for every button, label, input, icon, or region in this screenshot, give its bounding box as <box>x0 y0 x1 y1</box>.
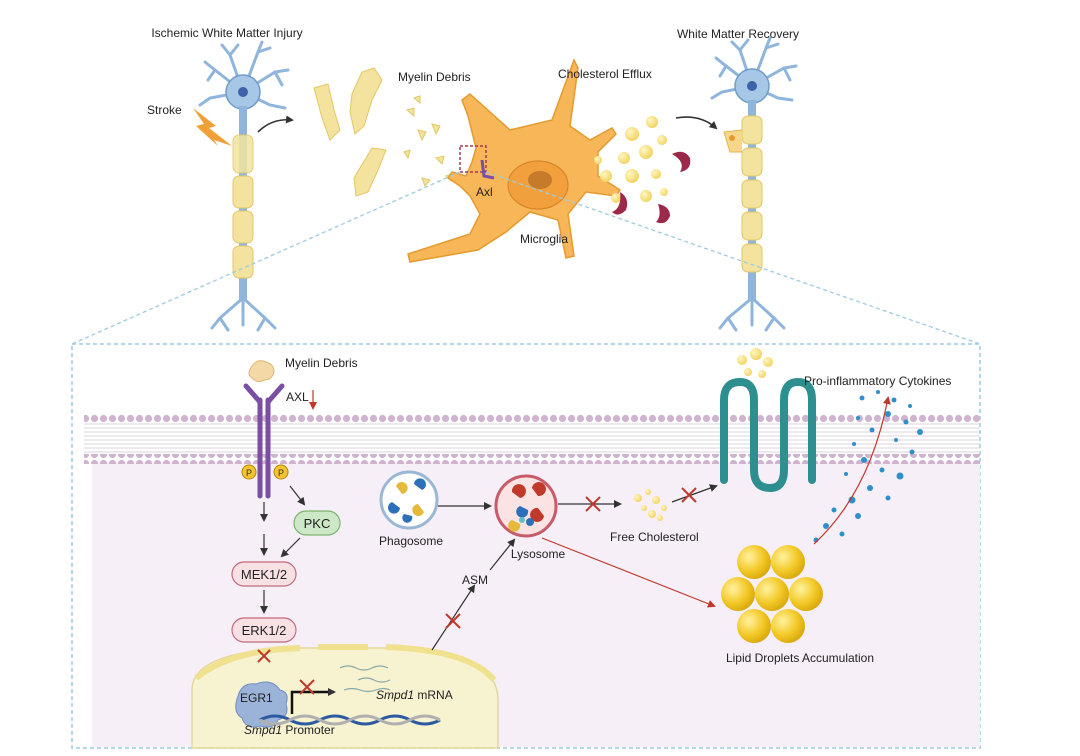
cholesterol-efflux-label: Cholesterol Efflux <box>558 67 652 81</box>
axl-receptor-label: AXL <box>286 390 309 404</box>
inhibit-cholesterol-release <box>585 496 601 512</box>
arrow-axl-pkc <box>289 485 306 506</box>
zoom-line-left <box>71 171 461 345</box>
recovery-arrow <box>675 116 718 130</box>
nuclear-envelope <box>194 644 497 682</box>
pro-inflammatory-label: Pro-inflammatory Cytokines <box>804 374 951 388</box>
myelin-debris-small-icon <box>248 360 275 383</box>
mrna-strands <box>339 665 391 693</box>
phospho-right <box>273 464 289 480</box>
myelin-debris-top-label: Myelin Debris <box>398 70 471 84</box>
pkc-node <box>293 510 341 536</box>
phagosome-label: Phagosome <box>379 534 443 548</box>
axl-receptor-icon <box>243 383 285 499</box>
neuron-icon <box>198 40 290 332</box>
inhibit-cholesterol-efflux <box>681 487 697 503</box>
smpd1-mrna-label: Smpd1 mRNA <box>376 688 453 702</box>
mek-node <box>231 561 297 587</box>
inhibit-transcription <box>299 679 315 695</box>
white-matter-recovery-label: White Matter Recovery <box>677 27 799 41</box>
free-cholesterol-particles <box>634 489 667 521</box>
abca1-transporter-icon <box>720 377 816 493</box>
arrow-cholesterol-efflux <box>671 484 718 503</box>
erk-node <box>231 617 297 643</box>
phospho-right-label: P <box>278 468 284 478</box>
phospho-left-label: P <box>246 468 252 478</box>
phospho-left <box>241 464 257 480</box>
myelin-debris-bottom-label: Myelin Debris <box>285 356 358 370</box>
free-cholesterol-label: Free Cholesterol <box>610 530 699 544</box>
apoe-particles <box>612 151 691 224</box>
injury-arrow <box>257 115 294 133</box>
zoom-box <box>459 145 487 173</box>
zoom-line-right <box>485 171 981 345</box>
lysosome-label: Lysosome <box>511 547 566 561</box>
erk-label: ERK1/2 <box>242 623 287 638</box>
axl-top-label: Axl <box>476 185 493 199</box>
inhibit-asm <box>445 613 461 629</box>
lysosome-icon <box>494 474 558 538</box>
lipid-droplets-label: Lipid Droplets Accumulation <box>726 651 874 665</box>
egr1-label: EGR1 <box>240 691 273 705</box>
myelin-debris-chunks <box>313 67 453 197</box>
smpd1-promoter-label: Smpd1 Promoter <box>244 723 335 737</box>
transcription-start-arrow <box>290 688 336 714</box>
microglia-label: Microglia <box>520 232 568 246</box>
ischemic-injury-label: Ischemic White Matter Injury <box>151 26 302 40</box>
arrow-lysosome-lipid <box>541 537 716 608</box>
stroke-label: Stroke <box>147 103 182 117</box>
mek-label: MEK1/2 <box>241 567 287 582</box>
inhibit-erk-nucleus <box>257 649 271 663</box>
arrow-asm-lysosome <box>489 538 516 571</box>
asm-label: ASM <box>462 573 488 587</box>
arrow-lipid-cytokines <box>813 396 891 545</box>
cytokine-particles <box>813 390 923 543</box>
arrow-nucleus-asm <box>431 584 476 651</box>
cell-membrane <box>84 413 980 464</box>
efflux-cholesterol-particles <box>737 348 773 378</box>
lipid-droplet-icon <box>721 545 823 643</box>
arrow-pkc-mek <box>280 537 301 558</box>
cholesterol-particles <box>594 116 668 203</box>
phagosome-icon <box>379 470 439 530</box>
axl-top-receptor <box>480 159 495 180</box>
dna-icon <box>259 714 441 726</box>
pkc-label: PKC <box>304 516 331 531</box>
neuron-recovered-icon <box>710 36 798 332</box>
lightning-icon <box>193 108 232 146</box>
